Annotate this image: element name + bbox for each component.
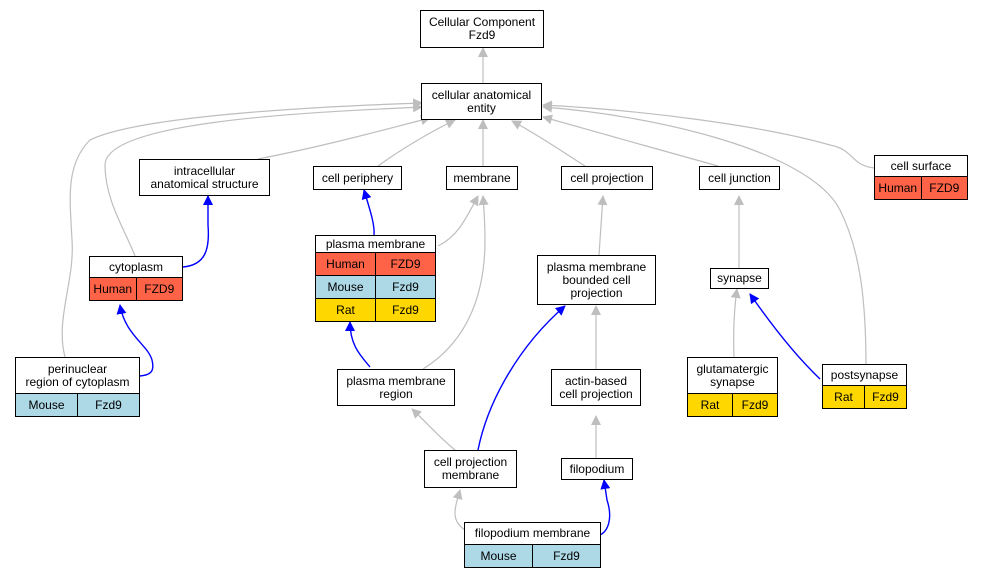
term-label: glutamatergic synapse	[696, 361, 769, 389]
gene-cell: FZD9	[135, 278, 183, 300]
gene-cell: FZD9	[920, 177, 968, 199]
term-label: membrane	[453, 170, 511, 185]
term-label: plasma membrane region	[346, 373, 446, 401]
edge-ias-cae	[257, 115, 431, 160]
gene-cell: Fzd9	[375, 299, 435, 321]
term-label: plasma membrane	[325, 236, 426, 251]
go-term-cell-projection[interactable]: cell projection	[561, 166, 653, 190]
species-gene-row: Rat Fzd9	[823, 385, 906, 408]
species-gene-row: Mouse Fzd9	[465, 544, 600, 567]
edge-pmr-mem	[422, 195, 489, 370]
term-label: intracellular anatomical structure	[150, 163, 259, 191]
gene-cell: Fzd9	[375, 276, 435, 298]
edge-fm-filo	[599, 479, 611, 536]
edge-cpm-pmbcp	[477, 305, 566, 451]
go-term-actin-based-cell-projection[interactable]: actin-based cell projection	[551, 369, 641, 406]
go-term-filopodium[interactable]: filopodium	[561, 458, 633, 480]
gene-cell: Fzd9	[532, 545, 600, 567]
species-cell: Human	[326, 256, 365, 271]
term-label: filopodium membrane	[474, 526, 591, 540]
species-cell: Rat	[336, 302, 355, 317]
edge-glu-syn	[730, 288, 741, 358]
gene-cell: Fzd9	[77, 394, 139, 416]
species-cell: Rat	[834, 389, 853, 404]
term-label: cellular anatomical entity	[431, 87, 532, 115]
species-cell: Mouse	[480, 548, 517, 563]
gene-cell: Fzd9	[732, 394, 777, 416]
species-cell: Human	[93, 281, 133, 296]
term-label: plasma membrane bounded cell projection	[546, 259, 647, 300]
species-gene-row: Rat Fzd9	[316, 298, 435, 321]
edge-csurf-cae	[542, 100, 875, 169]
term-label: actin-based cell projection	[559, 373, 633, 401]
edge-pmr-pm	[345, 321, 371, 368]
species-cell: Rat	[700, 397, 720, 412]
edge-peri-cae	[61, 98, 423, 358]
edge-pm-cper	[361, 189, 375, 236]
term-label: synapse	[717, 271, 762, 285]
term-label: cytoplasm	[108, 259, 164, 274]
go-term-cell-projection-membrane[interactable]: cell projection membrane	[424, 450, 517, 488]
go-term-plasma-membrane-region[interactable]: plasma membrane region	[337, 369, 455, 406]
go-term-synapse[interactable]: synapse	[710, 268, 769, 289]
species-gene-row: Mouse Fzd9	[16, 393, 139, 416]
term-label: postsynapse	[830, 367, 899, 382]
edge-cjun-cae	[542, 114, 719, 167]
gene-cell: FZD9	[375, 253, 435, 275]
go-term-cell-junction[interactable]: cell junction	[699, 166, 780, 190]
edge-cyto-cae	[104, 102, 423, 257]
edge-post-cae	[542, 102, 867, 367]
go-term-cellular-component-fzd9[interactable]: Cellular Component Fzd9	[420, 10, 544, 48]
go-term-cell-periphery[interactable]: cell periphery	[313, 166, 402, 190]
species-gene-row: Mouse Fzd9	[316, 275, 435, 298]
edge-fm-cpm	[452, 489, 466, 531]
go-term-membrane[interactable]: membrane	[446, 166, 518, 190]
species-cell: Mouse	[327, 279, 364, 294]
go-term-intracellular-anatomical-structure[interactable]: intracellular anatomical structure	[139, 159, 270, 196]
edge-cproj-cae	[511, 120, 586, 167]
term-label: cell surface	[890, 158, 952, 173]
species-gene-row: Human FZD9	[316, 252, 435, 275]
term-label: filopodium	[569, 461, 625, 476]
edge-cpm-pmr	[411, 408, 456, 451]
term-label: perinuclear region of cytoplasm	[25, 361, 130, 389]
edge-cyto-ias	[182, 195, 213, 268]
edge-post-syn	[749, 293, 821, 380]
edge-pm-mem	[437, 195, 479, 247]
term-label: cell projection	[570, 170, 644, 185]
gene-cell: Fzd9	[864, 386, 906, 408]
species-cell: Mouse	[28, 397, 65, 412]
edge-peri-cyto	[116, 304, 154, 377]
go-term-plasma-membrane-bounded-cell-projection[interactable]: plasma membrane bounded cell projection	[537, 255, 656, 305]
edge-cper-cae	[377, 119, 456, 167]
species-cell: Human	[878, 180, 918, 195]
go-term-cellular-anatomical-entity[interactable]: cellular anatomical entity	[421, 83, 542, 120]
species-gene-row: Rat Fzd9	[688, 393, 777, 416]
term-label: cell projection membrane	[433, 455, 508, 482]
term-label: Cellular Component Fzd9	[428, 15, 536, 42]
term-label: cell junction	[708, 170, 771, 185]
edge-pmbcp-cproj	[597, 195, 608, 256]
term-label: cell periphery	[321, 170, 394, 185]
